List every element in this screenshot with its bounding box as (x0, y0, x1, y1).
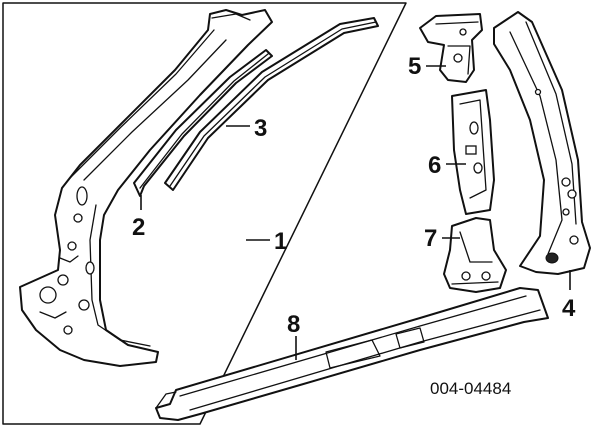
part-1-body-side-panel (19, 9, 273, 367)
callout-1: 1 (274, 228, 287, 255)
part-8-rocker-sill (155, 287, 549, 421)
part-2-weatherstrip (133, 49, 273, 197)
callout-2: 2 (132, 214, 145, 241)
part-6-middle-reinforcement (451, 89, 495, 215)
callout-6: 6 (428, 152, 441, 179)
callout-4: 4 (562, 295, 576, 322)
diagram-reference-code: 004-04484 (430, 379, 511, 398)
callout-3: 3 (254, 115, 267, 142)
part-7-lower-reinforcement (443, 217, 507, 293)
callout-7: 7 (424, 225, 437, 252)
part-5-upper-bracket (419, 13, 483, 83)
part-4-outer-b-pillar (493, 11, 591, 275)
part-3-roof-rail-strip (164, 17, 379, 191)
callout-5: 5 (408, 53, 421, 80)
callout-8: 8 (287, 311, 300, 338)
assembly-border (2, 2, 407, 425)
